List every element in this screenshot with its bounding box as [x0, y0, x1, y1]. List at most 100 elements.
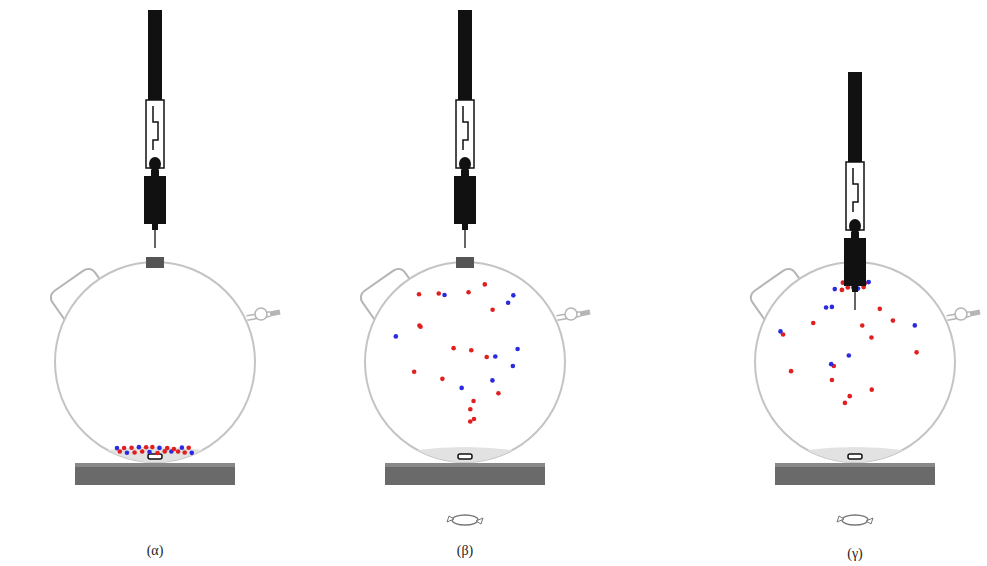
molecule: [468, 419, 473, 424]
molecule: [182, 450, 187, 455]
molecule: [869, 335, 874, 340]
molecule: [490, 307, 495, 312]
molecule: [137, 445, 142, 450]
molecule: [490, 378, 495, 383]
round-flask: [358, 257, 590, 485]
stir-bar: [848, 454, 862, 459]
molecule: [144, 445, 149, 450]
molecule: [165, 446, 170, 451]
molecule: [442, 293, 447, 298]
molecule: [914, 350, 919, 355]
drawing-part: [458, 10, 472, 102]
drawing-part: [153, 106, 158, 150]
molecule: [830, 378, 835, 383]
drawing-part: [853, 168, 858, 212]
stir-bar: [148, 454, 162, 459]
drawing-part: [385, 463, 545, 467]
drawing-part: [462, 224, 468, 230]
stir-plate: [775, 463, 935, 485]
molecule: [511, 364, 516, 369]
molecule: [847, 353, 852, 358]
molecule: [118, 449, 123, 454]
drawing-part: [852, 286, 858, 292]
molecule: [913, 323, 918, 328]
molecule: [150, 445, 155, 450]
molecule: [466, 290, 471, 295]
stir-plate: [75, 463, 235, 485]
liquid: [807, 447, 903, 462]
drawing-part: [844, 238, 866, 286]
drawing-part: [463, 106, 468, 150]
molecule: [129, 446, 134, 451]
molecule: [440, 377, 445, 382]
drawing-part: [464, 230, 466, 248]
molecule: [789, 369, 794, 374]
molecule: [125, 450, 130, 455]
panel-label: (α): [147, 543, 164, 559]
panel-label: (γ): [847, 546, 863, 562]
molecule: [832, 287, 837, 292]
molecule: [155, 451, 160, 456]
molecule: [140, 449, 145, 454]
drawing-part: [970, 312, 980, 314]
molecule: [866, 280, 871, 285]
molecule: [180, 445, 185, 450]
molecule: [176, 449, 181, 454]
drawing-part: [837, 516, 844, 522]
drawing-part: [456, 257, 474, 268]
drawing-part: [149, 157, 161, 171]
molecule: [515, 347, 520, 352]
molecule: [157, 446, 162, 451]
molecule: [468, 407, 473, 412]
drawing-part: [270, 312, 280, 314]
drawing-part: [55, 262, 255, 462]
micropipette: [844, 72, 866, 310]
molecule: [493, 354, 498, 359]
molecule: [469, 348, 474, 353]
micropipette: [454, 10, 476, 248]
molecule: [451, 346, 456, 351]
molecule: [843, 401, 848, 406]
liquid: [417, 447, 513, 462]
molecule: [472, 417, 477, 422]
molecule: [436, 291, 441, 296]
molecule: [122, 446, 127, 451]
panel-label: (β): [457, 543, 473, 559]
molecule: [189, 451, 194, 456]
molecule: [840, 288, 845, 293]
molecule: [811, 321, 816, 326]
drawing-part: [75, 463, 235, 467]
drawing-part: [476, 518, 483, 524]
stir-bar: [458, 454, 472, 459]
molecule: [877, 307, 882, 312]
molecule: [869, 387, 874, 392]
molecule: [459, 386, 464, 391]
molecule: [483, 282, 488, 287]
round-flask: [748, 257, 980, 485]
molecule: [132, 450, 137, 455]
molecule: [186, 445, 191, 450]
drawing-part: [148, 10, 162, 102]
drawing-part: [854, 292, 856, 310]
molecule: [412, 369, 417, 374]
drawing-part: [866, 518, 873, 524]
molecule: [778, 329, 783, 334]
molecule: [172, 447, 177, 452]
round-flask: [48, 257, 280, 485]
molecule: [484, 355, 489, 360]
molecule: [506, 300, 511, 305]
molecule: [471, 399, 476, 404]
molecule: [824, 305, 829, 310]
molecule: [394, 334, 399, 339]
molecule: [511, 293, 516, 298]
drawing-part: [447, 516, 454, 522]
molecule: [147, 450, 152, 455]
drawing-part: [842, 515, 868, 525]
molecule: [847, 394, 852, 399]
drawing-part: [452, 515, 478, 525]
molecule: [417, 292, 422, 297]
micropipette: [144, 10, 166, 248]
molecule: [891, 318, 896, 323]
rotation-arrows: [837, 515, 873, 525]
